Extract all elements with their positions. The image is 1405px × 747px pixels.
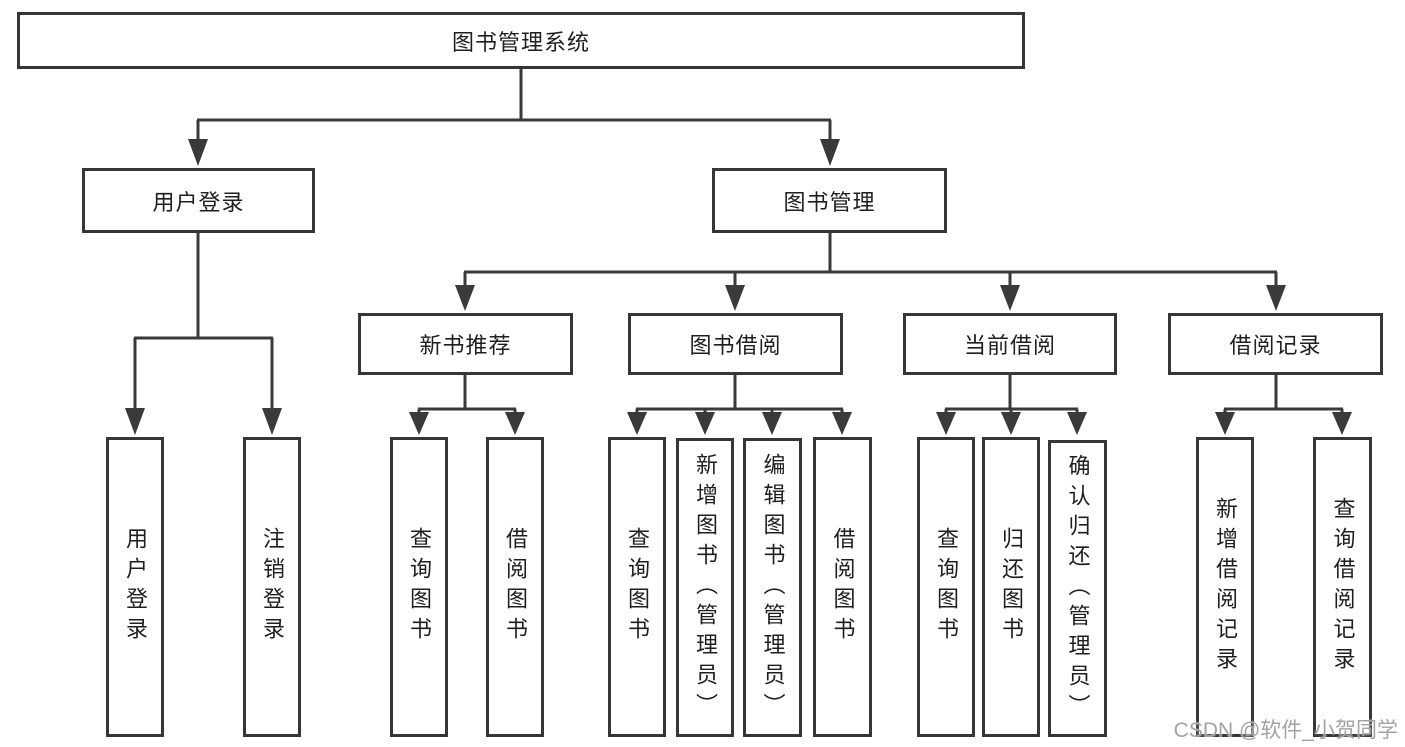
leaf-query-borrow-record-label: 查询借阅记录 <box>1330 497 1356 677</box>
leaf-edit-books-admin: 编辑图书（管理员） <box>743 438 802 737</box>
node-borrowing-records: 借阅记录 <box>1168 313 1383 375</box>
csdn-watermark: CSDN @软件_小贺同学 <box>1173 719 1398 742</box>
node-borrowing-records-label: 借阅记录 <box>1229 333 1322 358</box>
node-root: 图书管理系统 <box>17 12 1025 69</box>
node-user-login: 用户登录 <box>82 168 315 233</box>
leaf-return-books: 归还图书 <box>982 437 1040 737</box>
leaf-user-login: 用户登录 <box>106 437 164 737</box>
leaf-confirm-return-admin: 确认归还（管理员） <box>1048 440 1107 737</box>
leaf-query-borrow-record: 查询借阅记录 <box>1313 437 1372 737</box>
leaf-logout-label: 注销登录 <box>260 527 285 647</box>
node-new-book-recommend: 新书推荐 <box>358 313 573 375</box>
leaf-query-books-borrowing-label: 查询图书 <box>625 527 650 647</box>
leaf-borrow-books-recommend-label: 借阅图书 <box>503 527 528 647</box>
node-current-borrowing: 当前借阅 <box>903 313 1117 375</box>
leaf-add-books-admin: 新增图书（管理员） <box>676 438 734 737</box>
node-user-login-label: 用户登录 <box>152 189 245 215</box>
leaf-query-books-recommend: 查询图书 <box>390 437 448 737</box>
node-new-book-recommend-label: 新书推荐 <box>419 333 512 358</box>
node-book-management-label: 图书管理 <box>783 189 876 215</box>
leaf-user-login-label: 用户登录 <box>123 527 148 647</box>
leaf-confirm-return-admin-label: 确认归还（管理员） <box>1065 453 1091 724</box>
node-current-borrowing-label: 当前借阅 <box>963 333 1056 358</box>
leaf-borrow-books-borrowing-label: 借阅图书 <box>830 527 856 647</box>
node-book-borrowing-label: 图书借阅 <box>689 333 782 358</box>
leaf-borrow-books-borrowing: 借阅图书 <box>813 437 872 737</box>
leaf-edit-books-admin-label: 编辑图书（管理员） <box>760 452 786 723</box>
leaf-borrow-books-recommend: 借阅图书 <box>486 437 544 737</box>
leaf-query-books-borrowing: 查询图书 <box>608 437 666 737</box>
leaf-logout: 注销登录 <box>243 437 301 737</box>
node-root-label: 图书管理系统 <box>451 29 590 55</box>
leaf-add-books-admin-label: 新增图书（管理员） <box>693 452 718 723</box>
node-book-management: 图书管理 <box>712 168 947 233</box>
leaf-add-borrow-record-label: 新增借阅记录 <box>1213 497 1238 677</box>
leaf-return-books-label: 归还图书 <box>999 527 1024 647</box>
node-book-borrowing: 图书借阅 <box>628 313 843 375</box>
leaf-query-books-current: 查询图书 <box>917 437 975 737</box>
leaf-add-borrow-record: 新增借阅记录 <box>1196 437 1254 737</box>
leaf-query-books-current-label: 查询图书 <box>934 527 959 647</box>
leaf-query-books-recommend-label: 查询图书 <box>407 527 432 647</box>
